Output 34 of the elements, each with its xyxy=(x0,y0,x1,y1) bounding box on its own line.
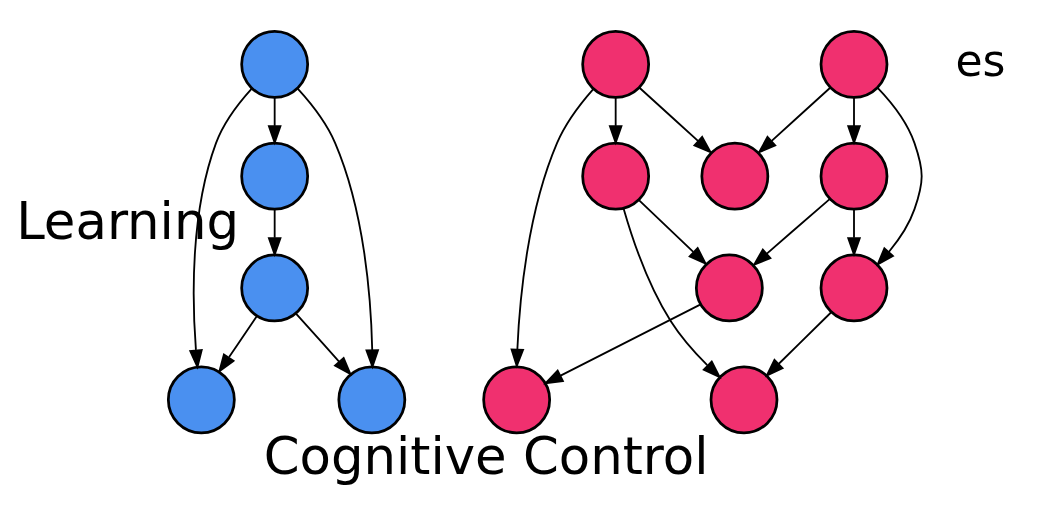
node-circle xyxy=(240,141,310,211)
arrow xyxy=(846,207,862,257)
arrow xyxy=(752,197,831,266)
arrow xyxy=(637,198,708,265)
node-circle xyxy=(240,253,310,322)
arrow xyxy=(267,207,282,257)
node-circle xyxy=(819,29,889,99)
arrow xyxy=(543,303,702,385)
arrow xyxy=(622,207,722,379)
node-label: Cognitive Control xyxy=(263,425,709,486)
node-circle xyxy=(709,364,779,434)
arrow xyxy=(638,86,713,154)
node-circle xyxy=(819,253,889,322)
node-circle xyxy=(166,364,236,434)
node-circle xyxy=(694,253,764,322)
arrow xyxy=(608,96,623,145)
label: es xyxy=(955,34,1006,86)
arrow xyxy=(764,310,833,378)
node-circle xyxy=(240,29,310,99)
node-circle xyxy=(482,364,552,434)
arrow xyxy=(267,96,282,145)
node-circle xyxy=(700,141,770,211)
arrow xyxy=(510,87,595,369)
arrow xyxy=(295,312,353,376)
arrow xyxy=(757,86,832,154)
node-circle xyxy=(581,141,651,211)
node-circle xyxy=(337,364,407,434)
arrow xyxy=(846,96,862,146)
arrow xyxy=(217,314,258,374)
node-circle xyxy=(819,141,889,211)
arrow xyxy=(875,86,923,266)
arrow xyxy=(296,87,380,370)
arrow xyxy=(188,87,253,370)
node-circle xyxy=(581,29,651,99)
